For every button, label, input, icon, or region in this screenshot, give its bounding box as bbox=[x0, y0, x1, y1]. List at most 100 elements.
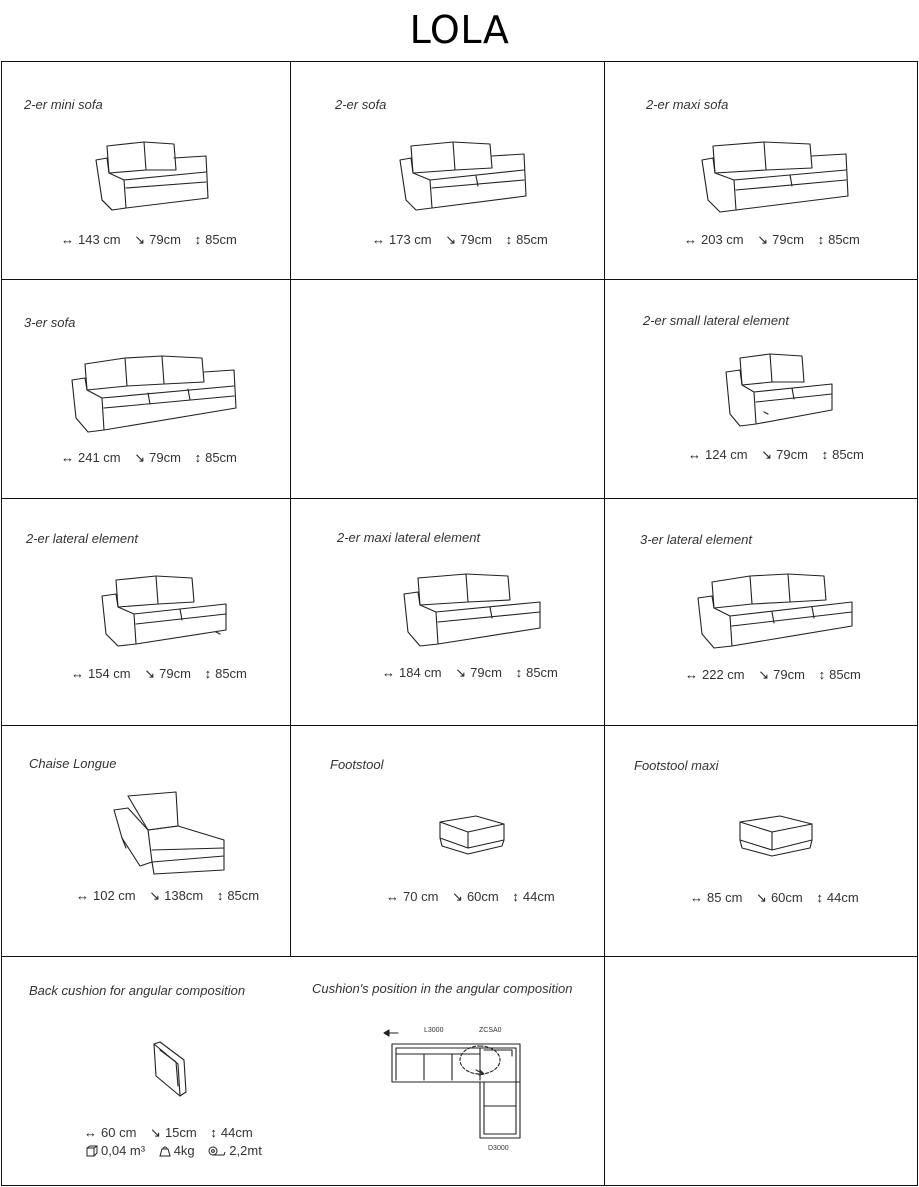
dimensions: ↔184 cm ↘79cm ↕85cm bbox=[382, 665, 558, 681]
depth-arrow-icon: ↘ bbox=[445, 232, 457, 247]
height-arrow-icon: ↕ bbox=[194, 232, 202, 247]
width-arrow-icon: ↔ bbox=[382, 665, 395, 680]
depth-value: 79cm bbox=[773, 667, 805, 682]
angular-composition-diagram bbox=[383, 1029, 521, 1139]
sofa-drawing-chaise-longue bbox=[113, 791, 225, 875]
width-value: 124 cm bbox=[705, 447, 748, 462]
dimensions: ↔ 222 cm ↘79cm ↕85cm bbox=[685, 667, 861, 683]
height-value: 44cm bbox=[826, 890, 859, 905]
item-label: 2-er maxi lateral element bbox=[337, 530, 481, 545]
width-arrow-icon: ↔ bbox=[71, 666, 84, 681]
width-value: 143 cm bbox=[78, 232, 121, 247]
width-value: 222 cm bbox=[702, 667, 745, 682]
width-value: 85 cm bbox=[707, 890, 743, 905]
dimensions: ↔143 cm ↘79cm ↕85cm bbox=[61, 232, 237, 248]
weight-value: 4kg bbox=[173, 1143, 195, 1158]
height-arrow-icon: ↕ bbox=[816, 890, 823, 905]
grid-col-line bbox=[604, 61, 605, 1186]
item-label: 2-er mini sofa bbox=[24, 97, 103, 112]
grid-border-left bbox=[1, 61, 2, 1186]
width-value: 184 cm bbox=[399, 665, 442, 680]
width-arrow-icon: ↔ bbox=[688, 447, 701, 462]
item-label: 3-er sofa bbox=[24, 315, 76, 330]
width-value: 173 cm bbox=[389, 232, 432, 247]
extra-specs: 0,04 m³ 4kg 2,2mt bbox=[86, 1143, 262, 1158]
depth-arrow-icon: ↘ bbox=[149, 888, 161, 903]
dimensions: ↔ 154 cm ↘79cm ↕85cm bbox=[71, 666, 247, 682]
grid-border-bottom bbox=[1, 1185, 918, 1186]
sofa-drawing-2er-maxi bbox=[701, 141, 849, 213]
dimensions: ↔70 cm ↘60cm ↕44cm bbox=[386, 889, 555, 905]
dimensions: ↔124 cm ↘79cm ↕85cm bbox=[688, 447, 864, 463]
sofa-drawing-2er-lateral bbox=[101, 575, 227, 647]
width-arrow-icon: ↔ bbox=[685, 667, 698, 682]
grid-row-line bbox=[1, 279, 918, 280]
height-arrow-icon: ↕ bbox=[204, 666, 212, 681]
height-value: 85cm bbox=[227, 888, 260, 903]
depth-value: 15cm bbox=[164, 1125, 197, 1140]
width-arrow-icon: ↔ bbox=[84, 1125, 97, 1140]
width-arrow-icon: ↔ bbox=[690, 890, 703, 905]
height-arrow-icon: ↕ bbox=[817, 232, 825, 247]
item-label: Footstool bbox=[330, 757, 384, 772]
sofa-drawing-3er-lateral bbox=[697, 573, 853, 649]
depth-value: 79cm bbox=[470, 665, 502, 680]
depth-arrow-icon: ↘ bbox=[757, 232, 769, 247]
grid-row-line bbox=[1, 725, 918, 726]
height-value: 85cm bbox=[205, 232, 237, 247]
width-arrow-icon: ↔ bbox=[684, 232, 697, 247]
height-arrow-icon: ↕ bbox=[512, 889, 519, 904]
page-title: LOLA bbox=[409, 8, 510, 52]
height-value: 85cm bbox=[829, 667, 861, 682]
sofa-drawing-2er bbox=[399, 141, 527, 211]
height-arrow-icon: ↕ bbox=[216, 888, 224, 903]
height-arrow-icon: ↕ bbox=[194, 450, 202, 465]
height-value: 85cm bbox=[205, 450, 237, 465]
height-arrow-icon: ↕ bbox=[821, 447, 829, 462]
footstool-maxi-drawing bbox=[739, 815, 813, 857]
code-bottom: D3000 bbox=[488, 1145, 509, 1152]
height-arrow-icon: ↕ bbox=[818, 667, 826, 682]
depth-value: 79cm bbox=[149, 450, 181, 465]
item-label: Chaise Longue bbox=[29, 756, 117, 771]
width-value: 102 cm bbox=[93, 888, 136, 903]
cube-icon bbox=[86, 1145, 98, 1157]
width-arrow-icon: ↔ bbox=[76, 888, 89, 903]
item-label: Footstool maxi bbox=[634, 758, 719, 773]
dimensions: ↔173 cm ↘79cm ↕85cm bbox=[372, 232, 548, 248]
item-label: 2-er sofa bbox=[335, 97, 387, 112]
depth-arrow-icon: ↘ bbox=[150, 1125, 161, 1140]
dimensions: ↔241 cm ↘79cm ↕85cm bbox=[61, 450, 237, 466]
height-arrow-icon: ↕ bbox=[210, 1125, 217, 1140]
sofa-drawing-2er-maxi-lateral bbox=[403, 573, 541, 647]
height-value: 85cm bbox=[215, 666, 247, 681]
width-value: 154 cm bbox=[88, 666, 131, 681]
grid-row-line bbox=[1, 956, 918, 957]
depth-arrow-icon: ↘ bbox=[455, 665, 467, 680]
width-value: 60 cm bbox=[101, 1125, 137, 1140]
height-value: 85cm bbox=[832, 447, 864, 462]
fabric-roll-icon bbox=[208, 1146, 226, 1156]
dimensions: ↔85 cm ↘60cm ↕44cm bbox=[690, 890, 859, 906]
back-cushion-drawing bbox=[153, 1041, 187, 1097]
depth-value: 79cm bbox=[159, 666, 191, 681]
depth-arrow-icon: ↘ bbox=[758, 667, 770, 682]
depth-value: 138cm bbox=[164, 888, 204, 903]
height-arrow-icon: ↕ bbox=[505, 232, 513, 247]
dimensions: ↔ 60 cm ↘15cm ↕44cm bbox=[84, 1125, 253, 1141]
dimensions: ↔203 cm ↘79cm ↕85cm bbox=[684, 232, 860, 248]
depth-value: 79cm bbox=[776, 447, 808, 462]
height-value: 44cm bbox=[220, 1125, 253, 1140]
code-left: L3000 bbox=[424, 1027, 444, 1034]
item-label: 3-er lateral element bbox=[640, 532, 752, 547]
height-value: 85cm bbox=[526, 665, 558, 680]
width-arrow-icon: ↔ bbox=[61, 232, 74, 247]
code-right: ZCSA0 bbox=[479, 1027, 502, 1034]
width-arrow-icon: ↔ bbox=[386, 889, 399, 904]
depth-arrow-icon: ↘ bbox=[144, 666, 156, 681]
depth-value: 60cm bbox=[466, 889, 499, 904]
grid-border-right bbox=[917, 61, 918, 1186]
item-label: 2-er small lateral element bbox=[643, 313, 789, 328]
dimensions: ↔ 102 cm ↘138cm ↕85cm bbox=[76, 888, 259, 904]
item-label: Cushion's position in the angular compos… bbox=[312, 981, 573, 996]
